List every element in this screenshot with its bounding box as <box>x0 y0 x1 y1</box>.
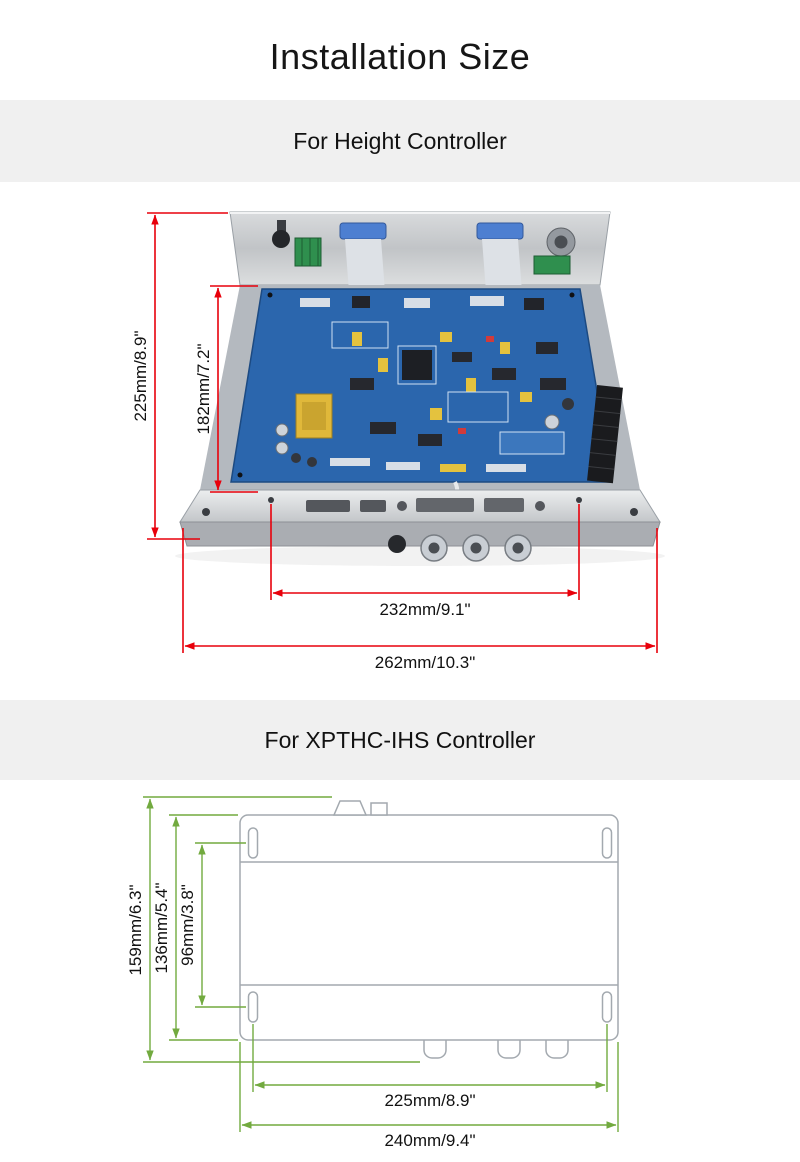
height-controller-band: For Height Controller <box>0 100 800 182</box>
pcb-components <box>275 296 574 472</box>
mounting-slot-bottom-right <box>601 991 613 1023</box>
height-controller-photo <box>175 211 665 566</box>
height-controller-diagram: 225mm/8.9" 182mm/7.2" 232mm/9.1" 262mm/1… <box>131 211 665 672</box>
dim-label-outer-width: 262mm/10.3" <box>375 653 476 672</box>
dim-label-inner-height: 182mm/7.2" <box>194 343 213 434</box>
dim-label-xpthc-hole-height: 96mm/3.8" <box>178 884 197 966</box>
mounting-slot-top-left <box>247 827 259 859</box>
xpthc-figure: 159mm/6.3" 136mm/5.4" 96mm/3.8" 225mm/8.… <box>0 780 800 1162</box>
page-header: Installation Size <box>0 0 800 100</box>
dsub-connector <box>332 800 368 816</box>
xpthc-band: For XPTHC-IHS Controller <box>0 700 800 780</box>
controller-body <box>239 814 619 1041</box>
dim-label-xpthc-hole-width: 225mm/8.9" <box>384 1091 475 1110</box>
dim-label-xpthc-body-height: 136mm/5.4" <box>152 882 171 973</box>
terminal-block-right <box>533 255 571 275</box>
bottom-connector-3 <box>545 1040 569 1059</box>
dim-label-outer-height: 225mm/8.9" <box>131 330 150 421</box>
xpthc-outline-drawing <box>239 800 619 1059</box>
page-title: Installation Size <box>269 36 531 77</box>
ribbon-clip-left <box>339 222 387 240</box>
mounting-slot-bottom-left <box>247 991 259 1023</box>
antenna-post <box>277 220 286 236</box>
height-controller-heading: For Height Controller <box>293 127 507 154</box>
heatsink <box>587 385 623 484</box>
dim-label-xpthc-outer-width: 240mm/9.4" <box>384 1131 475 1150</box>
mounting-hole-right <box>630 508 638 516</box>
front-connector-small <box>388 535 406 553</box>
dim-label-inner-width: 232mm/9.1" <box>379 600 470 619</box>
xpthc-diagram: 159mm/6.3" 136mm/5.4" 96mm/3.8" 225mm/8.… <box>126 796 619 1150</box>
dim-label-xpthc-outer-height: 159mm/6.3" <box>126 884 145 975</box>
xpthc-dimension-lines <box>143 796 619 1132</box>
knob <box>272 230 290 248</box>
terminal-block-left <box>294 237 322 267</box>
height-controller-figure: 225mm/8.9" 182mm/7.2" 232mm/9.1" 262mm/1… <box>0 182 800 700</box>
mounting-hole-left <box>202 508 210 516</box>
top-small-connector <box>370 802 388 816</box>
xpthc-heading: For XPTHC-IHS Controller <box>264 726 536 753</box>
height-dimension-lines <box>147 212 658 653</box>
bottom-connector-2 <box>497 1040 521 1059</box>
mounting-slot-top-right <box>601 827 613 859</box>
ribbon-clip-right <box>476 222 524 240</box>
bottom-connector-1 <box>423 1040 447 1059</box>
